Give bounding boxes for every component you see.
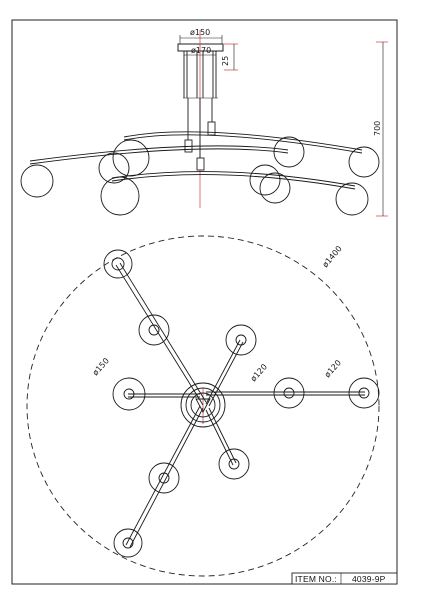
drawing-border: [11, 19, 398, 585]
dimension-label: 700: [373, 121, 382, 136]
side-elevation-view: ø150 ø170 25 700: [20, 28, 388, 217]
title-block: ITEM NO.: 4039-9P: [291, 572, 398, 585]
dimension-canopy: ø150: [179, 28, 223, 44]
globe: [218, 448, 250, 480]
ceiling-canopy: [177, 43, 224, 52]
dimension-total-height: 700: [373, 41, 388, 217]
center-hub: [180, 382, 226, 428]
dimension-canopy-height: 25: [221, 43, 238, 71]
dimension-label: 25: [221, 56, 230, 66]
dimension-label: ø150: [190, 28, 210, 37]
plan-view: ø1400 ø150 ø120 ø120: [26, 235, 380, 577]
socket-cap: [196, 157, 205, 171]
globe: [112, 377, 146, 411]
plan-arms: [115, 262, 365, 548]
globe: [348, 377, 380, 409]
globe: [113, 528, 143, 558]
glass-globes-side: [20, 136, 380, 216]
curved-arms: [29, 131, 363, 190]
dimension-stem-spacing: ø170: [184, 46, 216, 56]
spread-circle: [26, 235, 380, 577]
globe: [273, 377, 305, 409]
dimension-label: ø120: [249, 362, 269, 383]
dimension-label: ø1400: [321, 244, 344, 269]
globe: [148, 462, 180, 494]
socket-cap: [207, 121, 216, 136]
globe: [138, 314, 170, 346]
dimension-label: ø170: [191, 46, 211, 55]
suspension-stems: [183, 51, 218, 158]
item-number-label: ITEM NO.:: [295, 574, 337, 584]
dimension-label: ø120: [323, 358, 343, 379]
dimension-label: ø150: [91, 356, 111, 377]
item-number-value: 4039-9P: [352, 574, 386, 584]
globe: [103, 249, 133, 279]
globe: [225, 324, 257, 356]
glass-globes-plan: [103, 249, 380, 558]
